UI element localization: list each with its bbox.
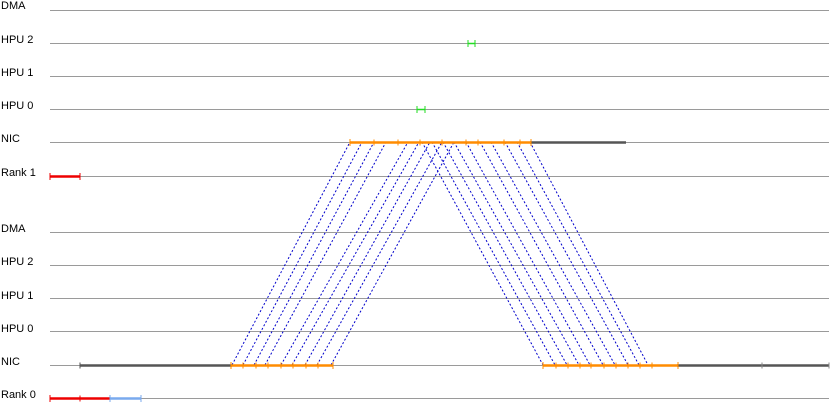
message-line (280, 141, 409, 366)
lane-label-dma-rank0: DMA (1, 223, 26, 235)
message-line (304, 141, 431, 366)
lane-label-hpu2-rank1: HPU 2 (1, 34, 34, 46)
lane-label-hpu0-rank1: HPU 0 (1, 100, 34, 112)
lane-label-hpu1-rank0: HPU 1 (1, 290, 34, 302)
message-line (442, 141, 568, 366)
lane-label-hpu0-rank0: HPU 0 (1, 323, 34, 335)
message-line (316, 141, 443, 366)
message-line (504, 141, 629, 366)
message-line (453, 141, 580, 366)
message-line (479, 141, 604, 366)
lane-label-rank0: Rank 0 (1, 389, 36, 401)
message-line (330, 141, 455, 366)
lane-label-rank1: Rank 1 (1, 167, 36, 179)
lane-label-hpu1-rank1: HPU 1 (1, 67, 34, 79)
lane-label-hpu2-rank0: HPU 2 (1, 256, 34, 268)
message-line (431, 141, 556, 366)
message-line (490, 141, 616, 366)
message-line (291, 141, 420, 366)
message-line (465, 141, 591, 366)
lane-label-dma-rank1: DMA (1, 0, 26, 12)
lane-label-nic-rank1: NIC (1, 133, 20, 145)
lane-label-nic-rank0: NIC (1, 356, 20, 368)
